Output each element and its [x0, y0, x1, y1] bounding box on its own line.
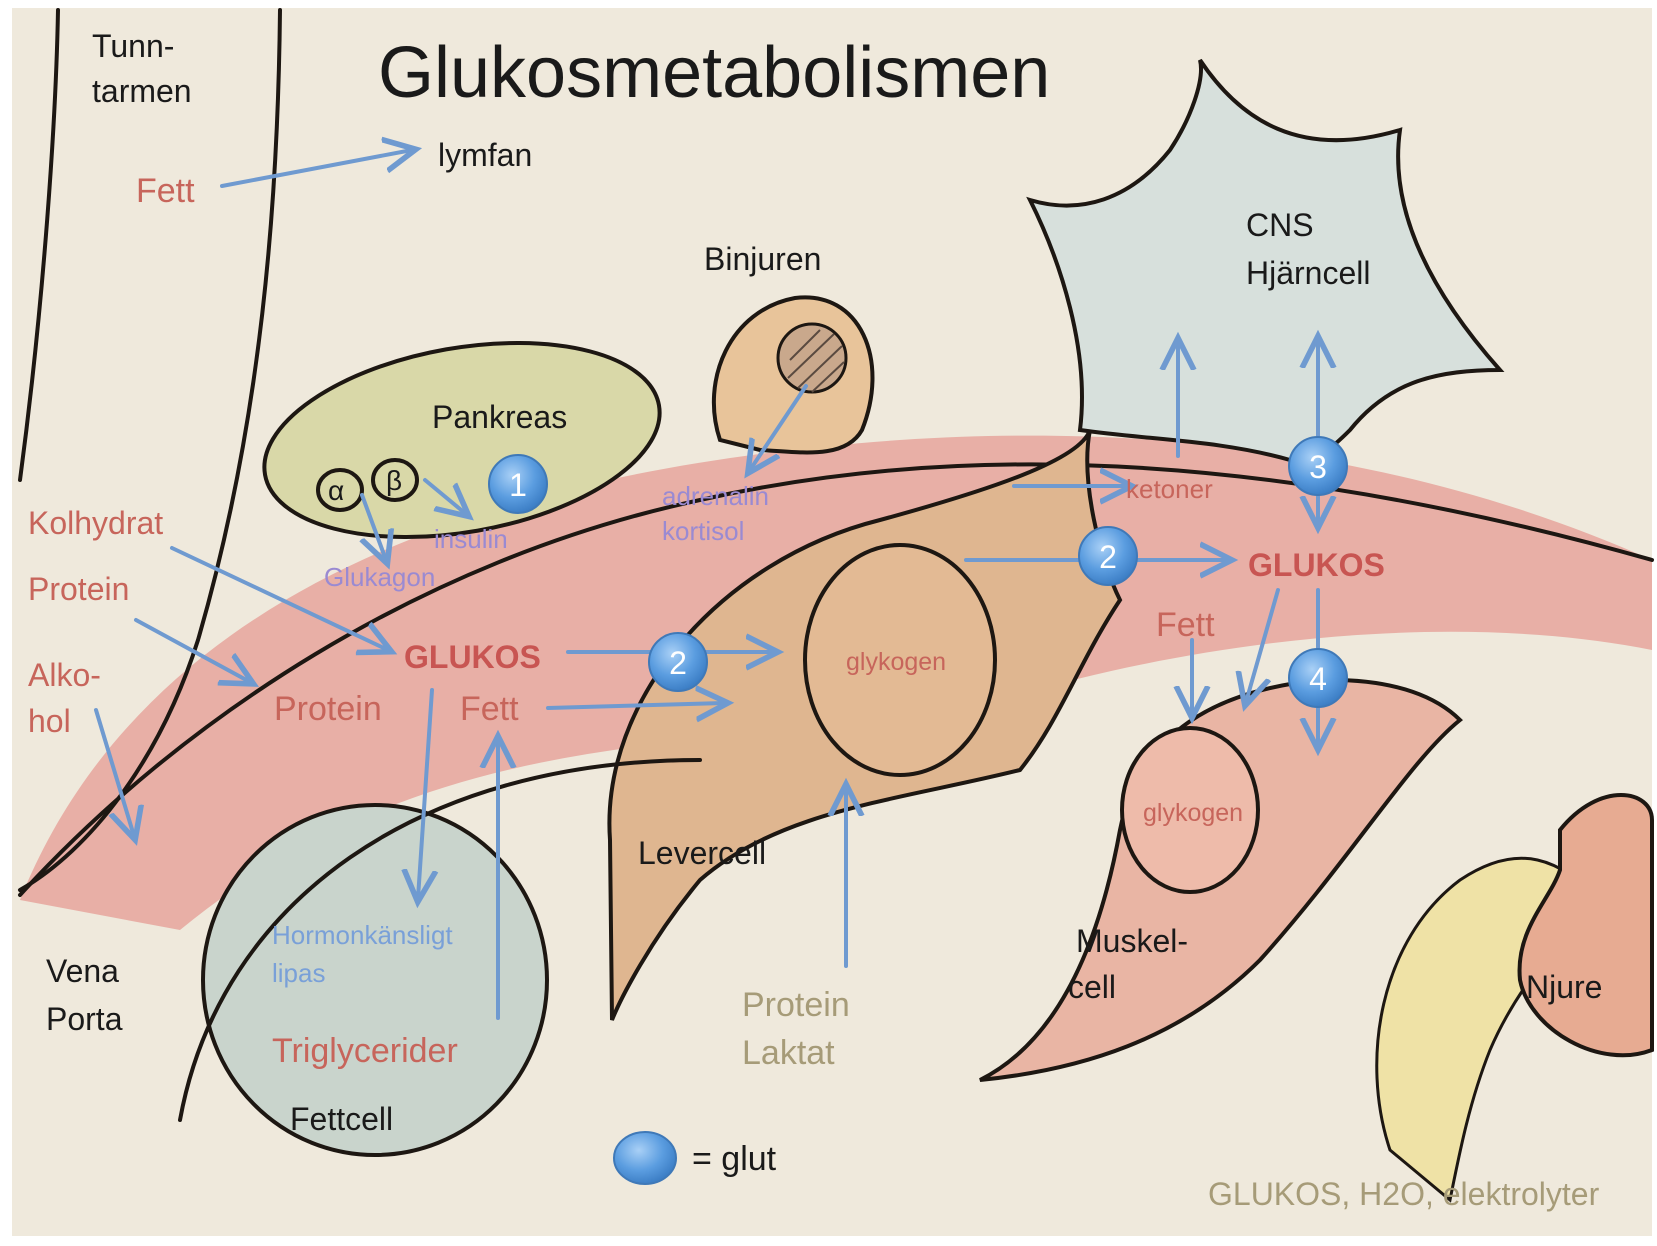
label-fettcell: Fettcell [290, 1101, 393, 1137]
label-glukos-right: GLUKOS [1248, 547, 1385, 583]
label-footer: GLUKOS, H2O, elektrolyter [1208, 1176, 1600, 1212]
glut-marker-2-blood: 2 [1079, 527, 1137, 585]
label-glukagon: Glukagon [324, 562, 435, 592]
label-levercell: Levercell [638, 835, 766, 871]
label-laktat: Laktat [742, 1034, 835, 1072]
label-protein-left: Protein [28, 571, 129, 607]
label-binjuren: Binjuren [704, 241, 821, 277]
page-title: Glukosmetabolismen [378, 33, 1050, 113]
label-porta: Porta [46, 1001, 123, 1037]
label-hormonkansligt: Hormonkänsligt [272, 920, 453, 950]
label-fett-right: Fett [1156, 606, 1215, 644]
glut-legend-marker [614, 1132, 676, 1184]
label-glut-legend: = glut [692, 1140, 777, 1178]
svg-text:2: 2 [669, 645, 687, 681]
label-tunntarmen-1: Tunn- [92, 28, 174, 64]
svg-text:2: 2 [1099, 539, 1117, 575]
svg-text:3: 3 [1309, 449, 1327, 485]
label-cns: CNS [1246, 207, 1314, 243]
label-hol: hol [28, 703, 71, 739]
label-fett-top: Fett [136, 172, 195, 210]
label-pankreas: Pankreas [432, 399, 567, 435]
label-muskel: Muskel- [1076, 923, 1188, 959]
label-glykogen-muscle: glykogen [1143, 799, 1243, 827]
adrenal-medulla [778, 324, 846, 392]
label-glukos-main: GLUKOS [404, 639, 541, 675]
svg-text:4: 4 [1309, 661, 1327, 697]
label-tunntarmen-2: tarmen [92, 73, 192, 109]
label-alko: Alko- [28, 657, 101, 693]
label-fett-mid: Fett [460, 690, 519, 728]
label-lipas: lipas [272, 958, 325, 988]
label-adrenalin: adrenalin [662, 481, 769, 511]
glut-marker-3: 3 [1289, 437, 1347, 495]
glut-marker-2-liver: 2 [649, 633, 707, 691]
label-kortisol: kortisol [662, 516, 744, 546]
label-protein-mid: Protein [274, 690, 382, 728]
svg-text:1: 1 [509, 467, 527, 503]
label-alpha: α [328, 475, 344, 506]
label-lymfan: lymfan [438, 137, 532, 173]
label-protein-bottom: Protein [742, 986, 850, 1024]
glut-marker-4: 4 [1289, 649, 1347, 707]
label-ketoner: ketoner [1126, 474, 1213, 504]
label-njure: Njure [1526, 969, 1602, 1005]
label-hjarncell: Hjärncell [1246, 255, 1370, 291]
label-beta: β [386, 465, 402, 496]
label-glykogen-liver: glykogen [846, 648, 946, 676]
label-vena: Vena [46, 953, 119, 989]
label-insulin: insulin [434, 524, 508, 554]
label-triglycerider: Triglycerider [272, 1032, 458, 1070]
label-cell: cell [1068, 969, 1116, 1005]
glut-marker-1: 1 [489, 455, 547, 513]
label-kolhydrat: Kolhydrat [28, 505, 163, 541]
